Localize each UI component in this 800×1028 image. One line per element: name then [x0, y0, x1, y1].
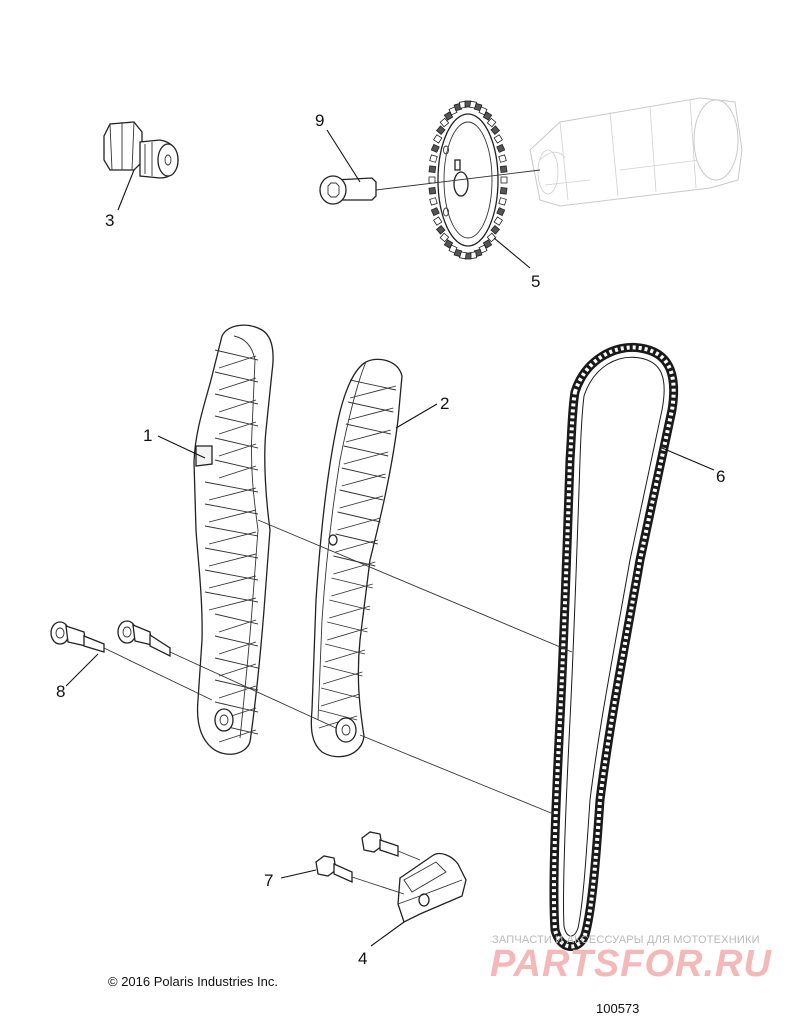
cam-sprocket-gear: [428, 100, 508, 260]
diagram-number: 100573: [596, 1001, 640, 1016]
copyright-notice: © 2016 Polaris Industries Inc.: [108, 974, 278, 989]
watermark-tagline: ЗАПЧАСТИ И АКСЕССУАРЫ ДЛЯ МОТОТЕХНИКИ: [492, 934, 760, 946]
callout-4: 4: [358, 949, 367, 968]
callout-9: 9: [315, 111, 324, 130]
watermark-logo: PARTSFOR.RU: [490, 943, 772, 985]
callout-2: 2: [440, 394, 449, 413]
callout-1: 1: [143, 426, 152, 445]
camshaft-ghost: [529, 97, 743, 207]
leader-lines: [65, 129, 715, 947]
tensioner-bracket: [397, 852, 467, 923]
timing-chain: [549, 342, 679, 951]
callout-7: 7: [264, 871, 273, 890]
chain-tensioner-plunger: [103, 121, 179, 179]
callout-6: 6: [716, 467, 725, 486]
alignment-lines: [257, 519, 573, 816]
callout-3: 3: [105, 211, 114, 230]
chain-guide-tensioner: [310, 358, 403, 758]
chain-guide-fixed: [193, 324, 274, 755]
callout-labels: 1 2 3 4 5 6 7 8 9: [56, 111, 725, 968]
callout-8: 8: [56, 682, 65, 701]
guide-bolt-left: [50, 621, 213, 701]
guide-bolt-right: [117, 620, 337, 729]
bracket-bolt-upper: [361, 831, 421, 861]
callout-5: 5: [531, 272, 540, 291]
bracket-bolt-lower: [315, 855, 405, 895]
sprocket-bolt: [319, 169, 541, 205]
